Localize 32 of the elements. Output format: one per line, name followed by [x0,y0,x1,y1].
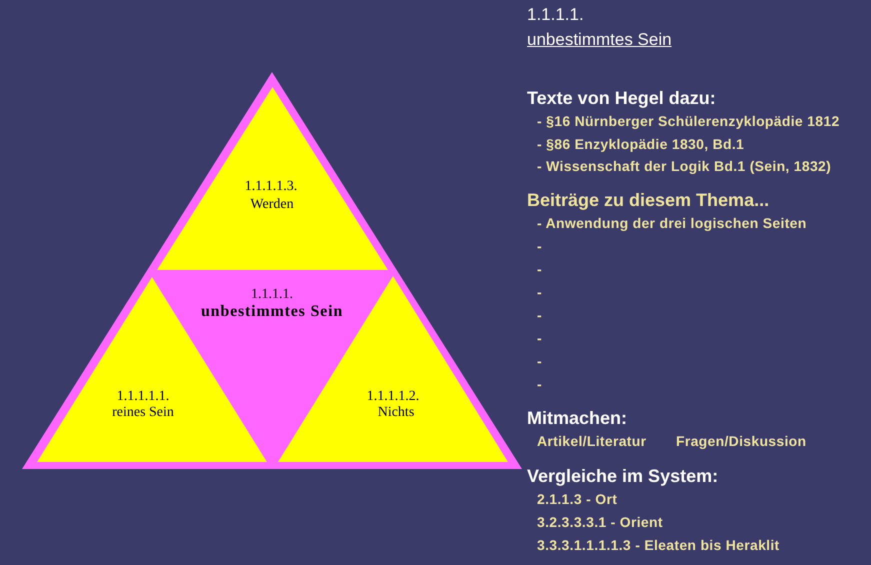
reference-link: 3.2.3.3.3.1 - Orient [537,514,663,530]
section-number: 1.1.1.1. [251,287,293,303]
list-dash: - [537,284,542,300]
list-dash: - [537,376,542,392]
list-dash: - [537,238,542,254]
section-title: Werden [250,197,294,213]
section-number: 1.1.1.1. [527,5,584,25]
reference-link: - §16 Nürnberger Schülerenzyklopädie 1812 [537,113,840,129]
section-number: 1.1.1.1.3. [244,179,298,195]
reference-link: 2.1.1.3 - Ort [537,491,618,507]
wiki-link: Fragen/Diskussion [676,433,806,449]
triangle [22,72,522,469]
section-heading: Mitmachen: [527,408,628,428]
section-heading: Vergleiche im System: [527,466,718,486]
section-title: reines Sein [112,405,174,421]
list-dash: - [537,307,542,323]
reference-link: - Anwendung der drei logischen Seiten [537,215,807,231]
section-number: 1.1.1.1.1. [116,389,170,405]
reference-link: - Wissenschaft der Logik Bd.1 (Sein, 1832) [537,158,832,174]
list-dash: - [537,261,542,277]
reference-link: - §86 Enzyklopädie 1830, Bd.1 [537,136,744,152]
reference-link: 3.3.3.1.1.1.1.3 - Eleaten bis Heraklit [537,537,780,553]
list-dash: - [537,353,542,369]
section-title: Nichts [378,405,414,421]
section-heading: Beiträge zu diesem Thema... [527,190,770,210]
wiki-link: Artikel/Literatur [537,433,646,449]
section-number: 1.1.1.1.2. [366,389,420,405]
section-title-link: unbestimmtes Sein [527,30,672,50]
section-heading: Texte von Hegel dazu: [527,88,716,108]
list-dash: - [537,330,542,346]
section-title: unbestimmtes Sein [200,303,344,321]
triangle [157,87,388,270]
